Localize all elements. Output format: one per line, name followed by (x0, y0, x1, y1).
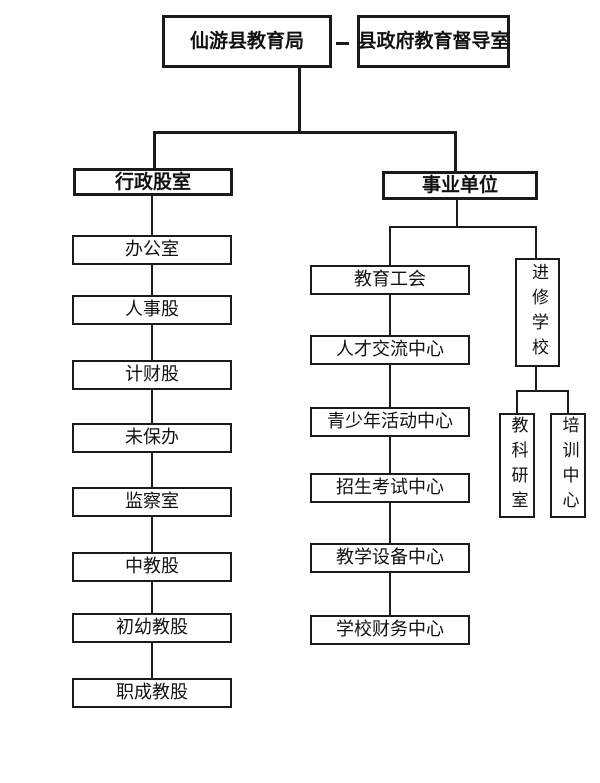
connector-line (535, 367, 537, 392)
node-general-office: 办公室 (72, 235, 232, 265)
node-vocational-adult-section: 职成教股 (72, 678, 232, 708)
connector-line (151, 643, 153, 678)
connector-line (151, 196, 153, 235)
node-planning-finance-section: 计财股 (72, 360, 232, 390)
node-admin-sections: 行政股室 (73, 168, 233, 196)
connector-line (567, 390, 569, 413)
node-admission-exam-center: 招生考试中心 (310, 473, 470, 503)
connector-line (153, 131, 457, 134)
node-supervision-room: 监察室 (72, 487, 232, 517)
connector-line (390, 226, 537, 228)
connector-line (389, 437, 391, 473)
node-youth-activity-center: 青少年活动中心 (310, 407, 470, 437)
connector-line (389, 365, 391, 407)
node-talent-exchange-center: 人才交流中心 (310, 335, 470, 365)
node-public-institutions: 事业单位 (382, 171, 538, 200)
connector-line (153, 131, 156, 169)
node-training-school: 进修学校 (515, 258, 560, 367)
node-minor-protection-office: 未保办 (72, 423, 232, 453)
connector-line (151, 265, 153, 295)
connector-line (151, 582, 153, 613)
connector-line (151, 453, 153, 487)
connector-line (298, 66, 301, 133)
node-education-bureau: 仙游县教育局 (162, 15, 332, 68)
connector-line (389, 503, 391, 543)
connector-line (516, 390, 518, 413)
node-primary-preschool-section: 初幼教股 (72, 613, 232, 643)
node-education-union: 教育工会 (310, 265, 470, 295)
connector-line (151, 390, 153, 423)
node-teaching-equipment-center: 教学设备中心 (310, 543, 470, 573)
connector-line (389, 226, 391, 265)
connector-line (454, 131, 457, 172)
node-training-center: 培训中心 (550, 413, 586, 518)
connector-line (535, 226, 537, 258)
connector-line (389, 573, 391, 615)
connector-line (389, 295, 391, 335)
connector-line (151, 325, 153, 360)
node-personnel-section: 人事股 (72, 295, 232, 325)
node-secondary-education-section: 中教股 (72, 552, 232, 582)
node-school-finance-center: 学校财务中心 (310, 615, 470, 645)
connector-line (516, 390, 569, 392)
connector-dash-root-advisory (336, 42, 349, 45)
connector-line (456, 200, 458, 228)
connector-line (151, 517, 153, 552)
node-supervision-office: 县政府教育督导室 (357, 15, 510, 68)
node-teaching-research-room: 教科研室 (499, 413, 535, 518)
